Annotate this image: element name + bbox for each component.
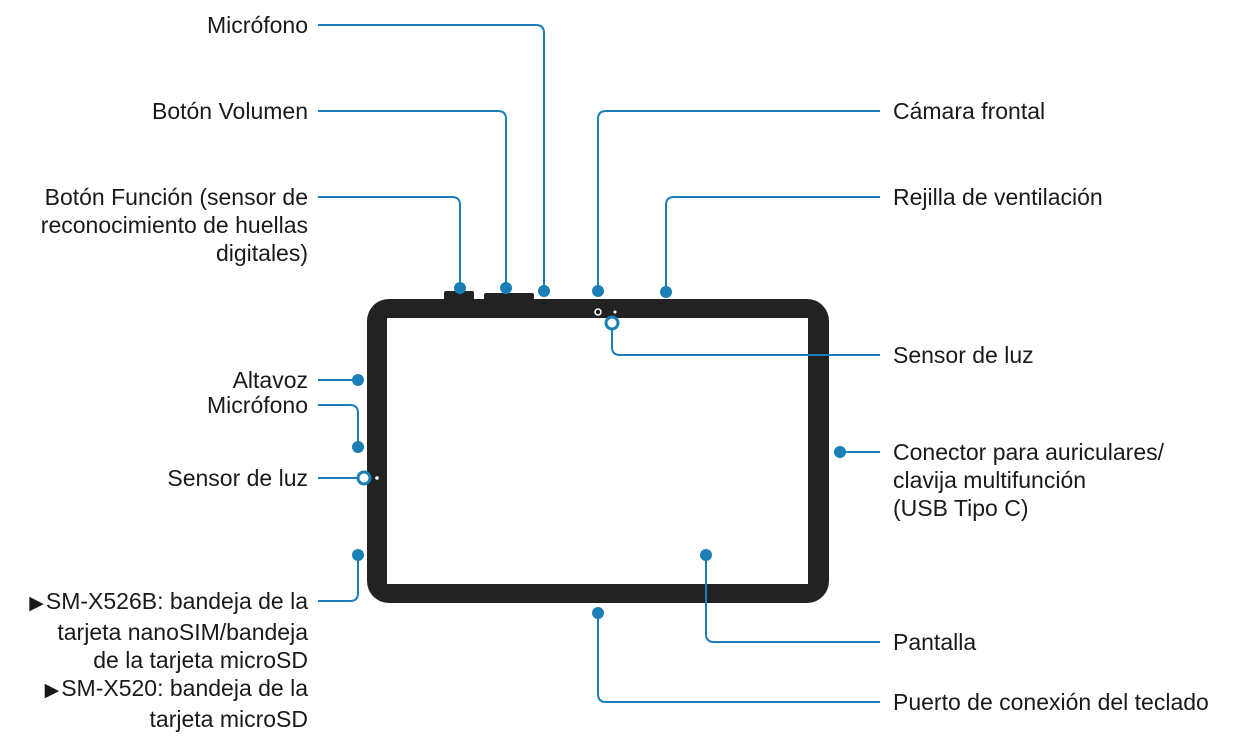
line-sensor-luz-right (611, 324, 880, 356)
label-microfono-side: Micrófono (207, 392, 308, 418)
tablet-device (367, 291, 829, 603)
tablet-screen (387, 318, 808, 584)
line-boton-volumen (318, 110, 507, 288)
label-microfono-top: Micrófono (207, 12, 308, 38)
label-sensor-luz-left: Sensor de luz (167, 465, 308, 491)
label-altavoz: Altavoz (232, 367, 308, 393)
dot-altavoz (352, 374, 364, 386)
dot-conector (834, 446, 846, 458)
label-boton-funcion: Botón Función (sensor de reconocimiento … (41, 183, 308, 267)
line-rejilla (665, 196, 880, 292)
label-boton-funcion-line3: digitales) (215, 240, 308, 266)
line-boton-funcion (318, 196, 461, 288)
dot-bandeja (352, 549, 364, 561)
label-bandeja-x520-line1: ▶SM-X520: bandeja de la (44, 675, 308, 701)
line-camara-frontal (597, 110, 880, 290)
dot-boton-funcion (454, 282, 466, 294)
label-conector: Conector para auriculares/ clavija multi… (893, 438, 1164, 522)
label-bandeja-x526b-line1: ▶SM-X526B: bandeja de la (29, 588, 308, 614)
label-conector-line1: Conector para auriculares/ (893, 439, 1165, 465)
dot-puerto-teclado (592, 607, 604, 619)
label-conector-line2: clavija multifunción (893, 467, 1087, 493)
dot-boton-volumen (500, 282, 512, 294)
dot-pantalla (700, 549, 712, 561)
label-puerto-teclado: Puerto de conexión del teclado (893, 689, 1209, 715)
callout-lines (318, 24, 880, 703)
bullet-triangle-icon: ▶ (44, 680, 60, 701)
line-microfono-top (318, 24, 545, 290)
label-camara-frontal: Cámara frontal (893, 98, 1046, 124)
dot-camara-frontal (592, 285, 604, 297)
dot-rejilla (660, 286, 672, 298)
label-boton-volumen: Botón Volumen (151, 98, 308, 124)
function-button (444, 291, 474, 301)
ring-sensor-luz-left (356, 470, 372, 486)
label-bandeja-x520-line2: tarjeta microSD (149, 706, 308, 732)
callout-dots (352, 282, 846, 619)
label-pantalla: Pantalla (893, 629, 977, 655)
callout-rings (356, 315, 620, 486)
label-bandeja-x526b-line2: tarjeta nanoSIM/bandeja (57, 619, 308, 645)
dot-microfono-side (352, 441, 364, 453)
line-pantalla (705, 555, 880, 643)
label-boton-funcion-line2: reconocimiento de huellas (40, 212, 308, 238)
label-sensor-luz-right: Sensor de luz (893, 342, 1034, 368)
side-light-sensor-dot (375, 476, 379, 480)
front-camera-dot (594, 308, 602, 316)
light-sensor-dot (613, 310, 617, 314)
line-bandeja (318, 555, 359, 602)
label-bandeja: ▶SM-X526B: bandeja de la tarjeta nanoSIM… (29, 587, 308, 733)
ring-sensor-luz-right (604, 315, 620, 331)
line-puerto-teclado (597, 614, 880, 703)
label-boton-funcion-line1: Botón Función (sensor de (44, 184, 308, 210)
label-bandeja-x526b-line3: de la tarjeta microSD (93, 647, 308, 673)
bullet-triangle-icon: ▶ (29, 593, 44, 614)
dot-microfono-top (538, 285, 550, 297)
label-conector-line3: (USB Tipo C) (893, 495, 1029, 521)
label-rejilla: Rejilla de ventilación (893, 184, 1103, 210)
line-microfono-side (318, 404, 359, 446)
